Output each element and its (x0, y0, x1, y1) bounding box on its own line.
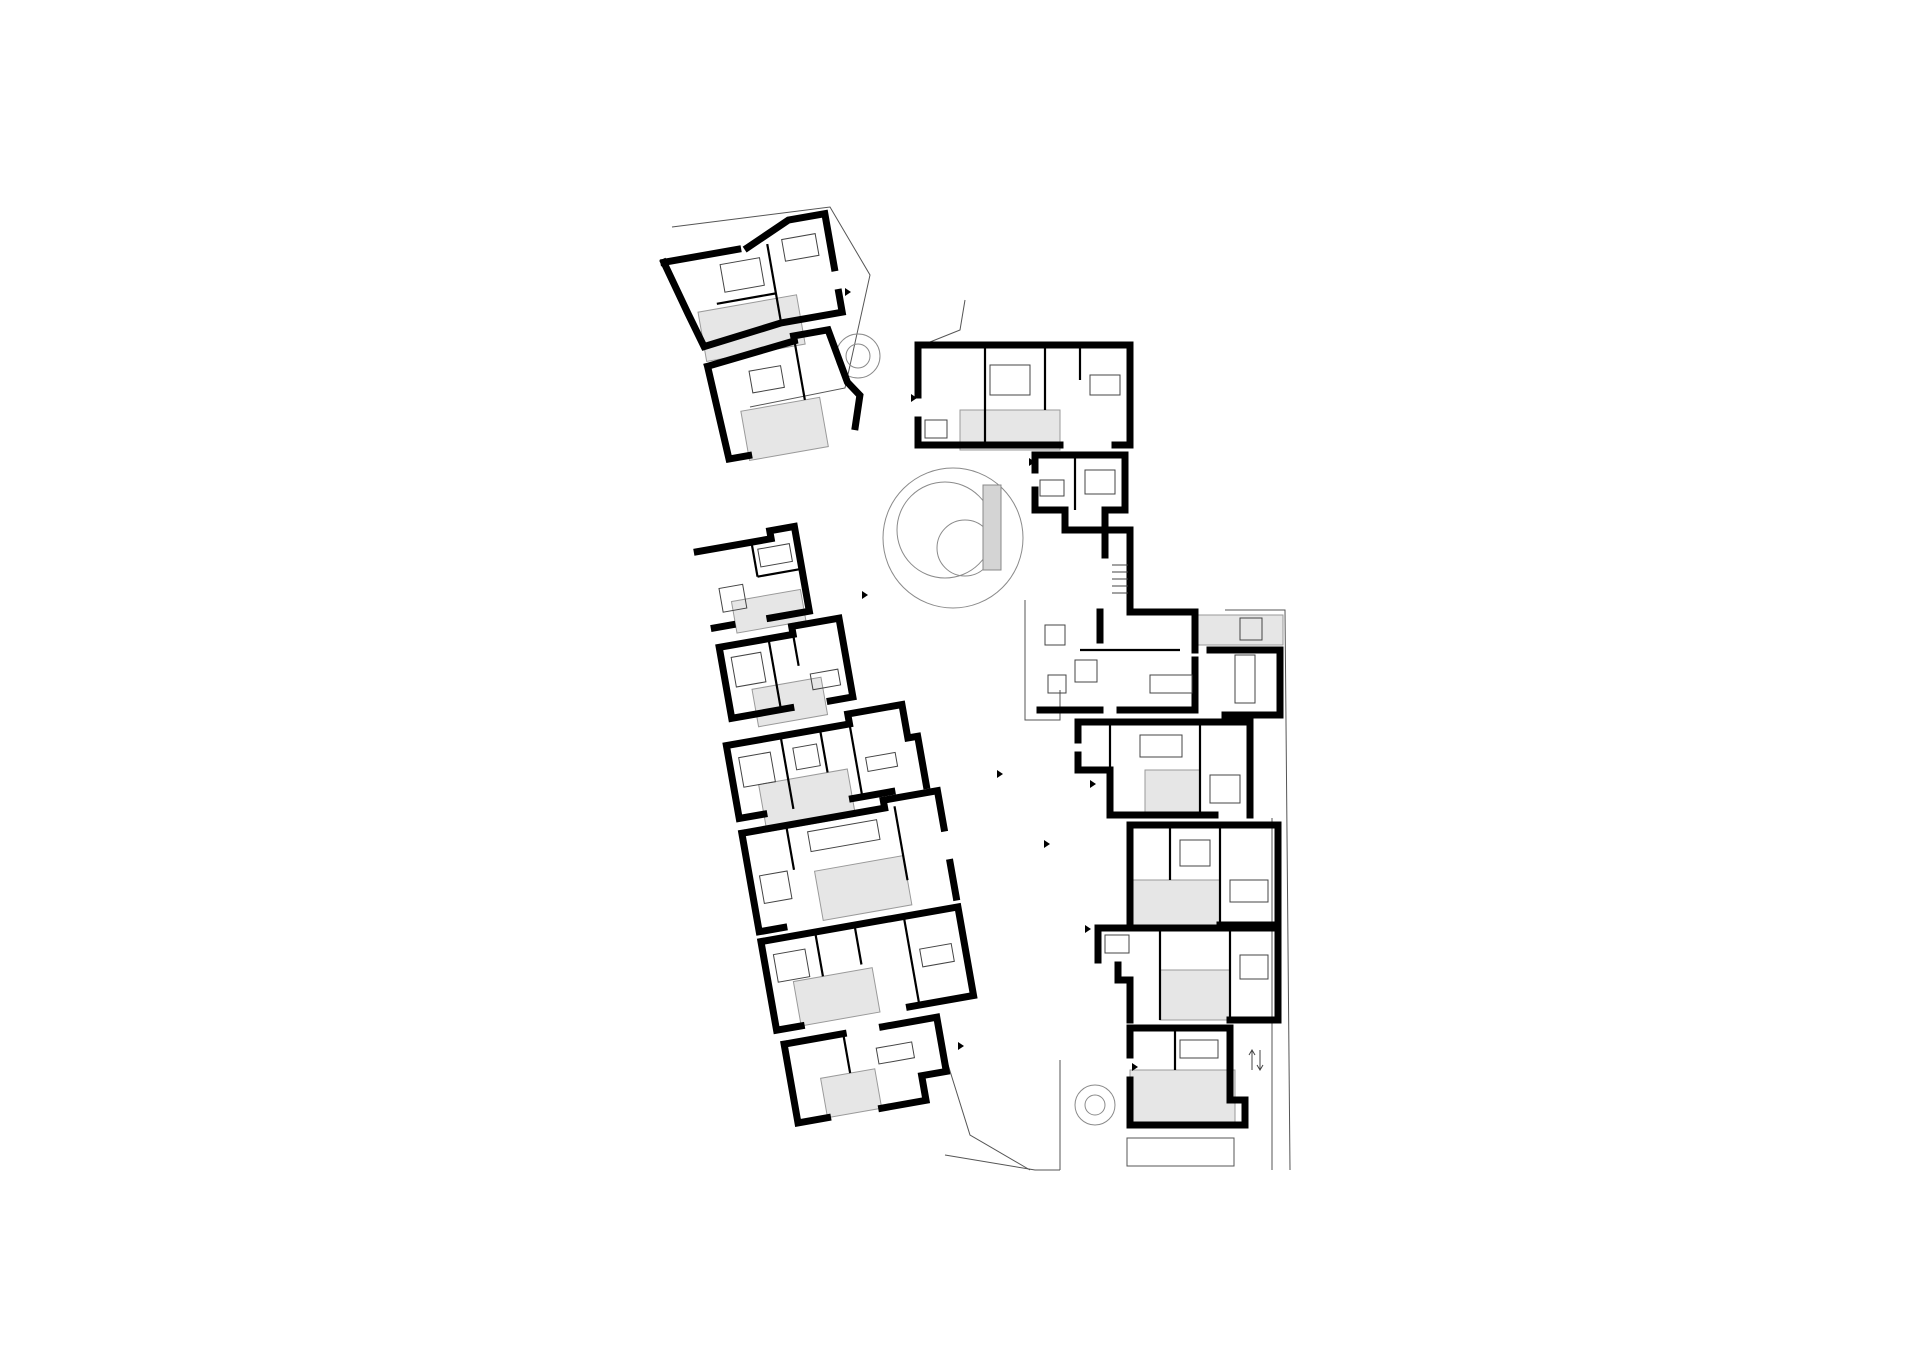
unit-e4 (1126, 821, 1282, 929)
east-block (914, 341, 1284, 1129)
unit-e2 (1031, 451, 1129, 534)
unit-w1 (693, 522, 814, 634)
entry-markers (845, 288, 1138, 1071)
tree-small-south (1074, 1084, 1116, 1126)
unit-w5 (756, 902, 978, 1035)
site-boundary (671, 206, 1291, 1171)
unit-e1 (914, 341, 1134, 451)
direction-arrows (1248, 1049, 1264, 1071)
unit-w6 (780, 1013, 951, 1127)
unit-e3 (1074, 718, 1254, 819)
northwest-cluster (659, 209, 864, 464)
tree-large (882, 467, 1024, 609)
unit-e5 (1094, 924, 1282, 1024)
community-hall (1036, 608, 1284, 719)
stair-core (1101, 526, 1134, 614)
west-row (693, 522, 978, 1127)
unit-e6 (1126, 1024, 1249, 1129)
unit-w4 (737, 786, 961, 936)
planter-bench (982, 484, 1002, 571)
unit-w2 (715, 614, 857, 728)
